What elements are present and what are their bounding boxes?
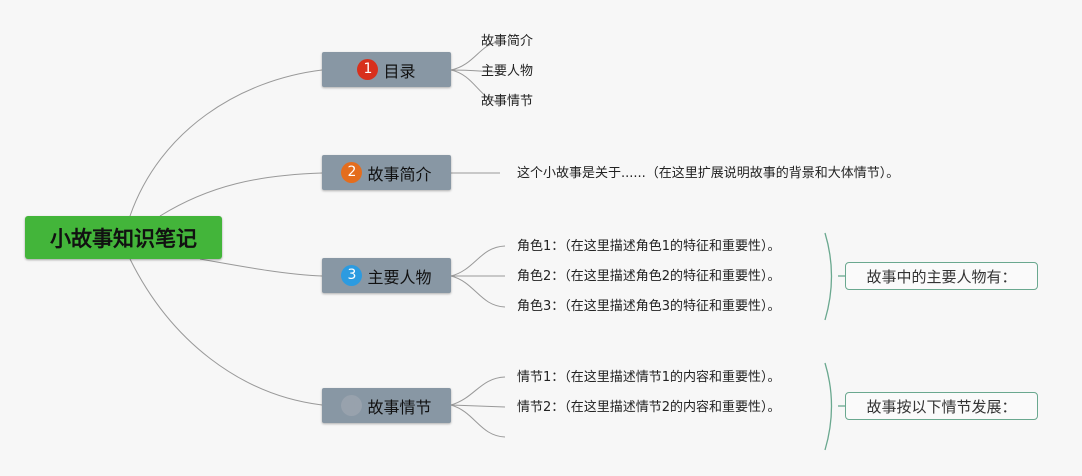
connector-root-topic-1 [129, 69, 323, 217]
number-badge-icon: 1 [357, 59, 379, 80]
subtopic-4-2[interactable]: 情节2：（在这里描述情节2的内容和重要性）。 [517, 400, 781, 415]
subtopic-3-3[interactable]: 角色3：（在这里描述角色3的特征和重要性）。 [517, 299, 781, 314]
connector-topic-1-child-2 [450, 69, 501, 73]
topic-label: 故事简介 [367, 164, 432, 184]
topic-4[interactable]: 4 故事情节 [322, 388, 451, 423]
connector-topic-1-child-3 [450, 69, 501, 103]
subtopic-2-1[interactable]: 这个小故事是关于......（在这里扩展说明故事的背景和大体情节）。 [517, 166, 900, 181]
subtopic-4-1[interactable]: 情节1：（在这里描述情节1的内容和重要性）。 [517, 370, 781, 385]
summary-brace-topic-3 [824, 232, 833, 321]
subtopic-3-2[interactable]: 角色2：（在这里描述角色2的特征和重要性）。 [517, 269, 781, 284]
topic-label: 目录 [383, 61, 416, 81]
subtopic-1-2[interactable]: 主要人物 [481, 64, 534, 79]
topic-1[interactable]: 1 目录 [322, 52, 451, 87]
connector-topic-4-child-1 [450, 376, 506, 406]
topic-label: 主要人物 [367, 267, 432, 287]
connector-topic-3-child-1 [450, 245, 506, 277]
subtopic-3-1[interactable]: 角色1：（在这里描述角色1的特征和重要性）。 [517, 239, 781, 254]
topic-2[interactable]: 2 故事简介 [322, 155, 451, 190]
connector-root-topic-4 [129, 258, 323, 406]
connector-root-topic-3 [199, 258, 323, 277]
root-topic[interactable]: 小故事知识笔记 [25, 216, 222, 259]
connector-root-topic-2 [159, 172, 323, 217]
number-badge-icon: 2 [341, 162, 363, 183]
summary-brace-topic-4 [824, 362, 833, 451]
connector-topic-4-child-2 [450, 404, 506, 408]
subtopic-1-3[interactable]: 故事情节 [481, 94, 534, 109]
connector-topic-1-child-1 [450, 41, 501, 71]
connector-topic-3-child-3 [450, 275, 506, 308]
summary-label: 故事按以下情节发展： [866, 397, 1017, 416]
summary-topic-3[interactable]: 故事中的主要人物有： [845, 262, 1038, 290]
number-badge-icon: 3 [341, 265, 363, 286]
subtopic-1-1[interactable]: 故事简介 [481, 34, 534, 49]
root-topic-label: 小故事知识笔记 [50, 226, 197, 251]
summary-label: 故事中的主要人物有： [866, 267, 1017, 286]
topic-label: 故事情节 [367, 397, 432, 417]
number-badge-icon: 4 [341, 395, 363, 416]
connector-topic-4-child-3 [450, 404, 506, 438]
topic-3[interactable]: 3 主要人物 [322, 258, 451, 293]
summary-topic-4[interactable]: 故事按以下情节发展： [845, 392, 1038, 420]
